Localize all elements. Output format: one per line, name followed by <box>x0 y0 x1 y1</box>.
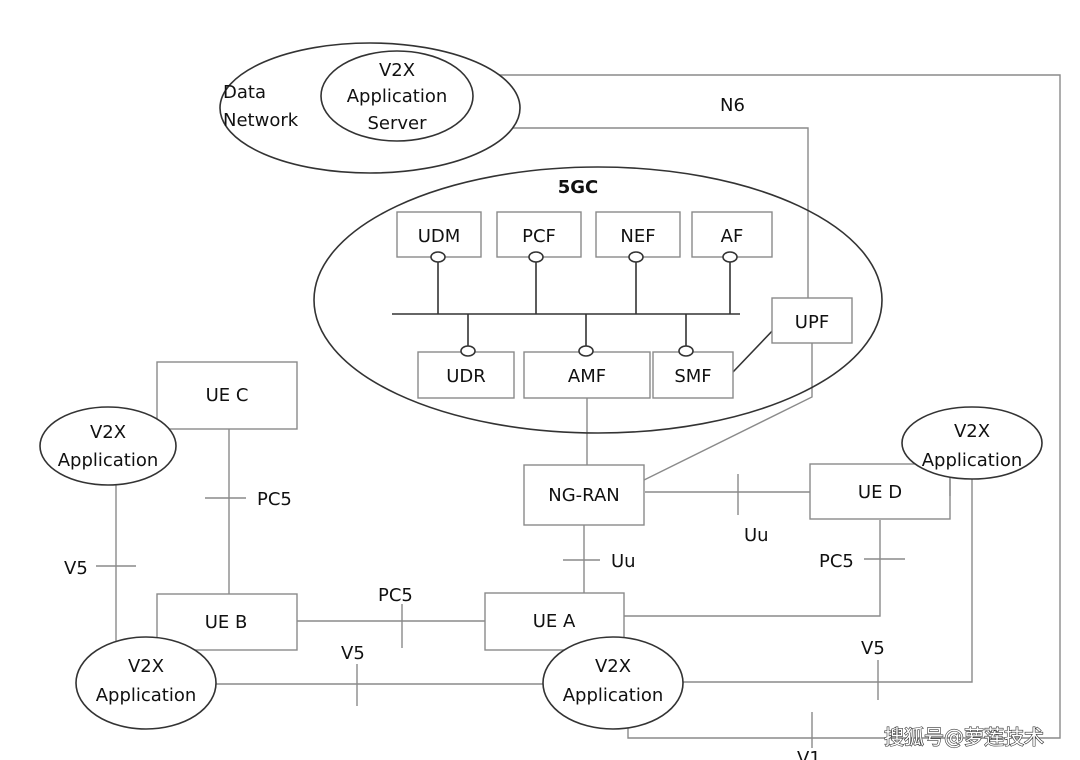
nef-label: NEF <box>620 226 655 247</box>
ue-b-box[interactable] <box>156 593 298 651</box>
v2x-app-b[interactable] <box>75 636 217 730</box>
app-c-label-2: Application <box>58 450 159 471</box>
as-label-1: V2X <box>379 60 415 81</box>
v5-c-b-label: V5 <box>64 558 88 579</box>
uu-ran-ue-a-label: Uu <box>611 551 636 572</box>
nef-box[interactable] <box>595 211 681 258</box>
app-b-label-2: Application <box>96 685 197 706</box>
app-b-label-1: V2X <box>128 656 164 677</box>
amf-sbi-port <box>578 345 594 357</box>
af-label: AF <box>721 226 744 247</box>
pcf-sbi-port <box>528 251 544 263</box>
n3-link <box>639 342 813 483</box>
udm-box[interactable] <box>396 211 482 258</box>
smf-box[interactable] <box>652 351 734 399</box>
ng-ran-box[interactable] <box>523 464 645 526</box>
n6-label: N6 <box>720 95 745 116</box>
n6-link <box>507 127 809 300</box>
ue-c-box[interactable] <box>156 361 298 430</box>
smf-sbi-port <box>678 345 694 357</box>
app-a-label-2: Application <box>563 685 664 706</box>
v2x-app-c[interactable] <box>39 406 177 486</box>
app-c-label-1: V2X <box>90 422 126 443</box>
pc5-d-a-label: PC5 <box>819 551 854 572</box>
5gc-title: 5GC <box>558 177 599 198</box>
pc5-d-a-link <box>624 520 881 617</box>
data-network-label-2: Network <box>223 110 299 131</box>
smf-label: SMF <box>674 366 711 387</box>
pc5-c-b-label: PC5 <box>257 489 292 510</box>
ue-c-label: UE C <box>206 385 249 406</box>
ue-d-label: UE D <box>858 482 902 503</box>
watermark: 搜狐号@萝莲技术 <box>884 725 1044 749</box>
af-sbi-port <box>722 251 738 263</box>
ue-a-label: UE A <box>533 611 576 632</box>
v5-a-d-link <box>682 475 973 683</box>
v2x-app-d[interactable] <box>901 406 1043 480</box>
ue-b-label: UE B <box>205 612 248 633</box>
upf-label: UPF <box>795 312 829 333</box>
5gc-ellipse <box>313 166 883 434</box>
udr-label: UDR <box>446 366 486 387</box>
udm-sbi-port <box>430 251 446 263</box>
udm-label: UDM <box>418 226 461 247</box>
uu-ran-ue-d-label: Uu <box>744 525 769 546</box>
app-d-label-2: Application <box>922 450 1023 471</box>
v2x-application-server[interactable] <box>320 50 474 142</box>
upf-box[interactable] <box>771 297 853 344</box>
ng-ran-label: NG-RAN <box>548 485 619 506</box>
nef-sbi-port <box>628 251 644 263</box>
as-label-3: Server <box>367 113 427 134</box>
udr-sbi-port <box>460 345 476 357</box>
amf-box[interactable] <box>523 351 651 399</box>
v2x-app-a[interactable] <box>542 636 684 730</box>
v1-label: V1 <box>797 748 821 760</box>
n4-link <box>732 326 777 373</box>
v5-a-d-label: V5 <box>861 638 885 659</box>
v1-link <box>462 74 1061 739</box>
data-network-label-1: Data <box>223 82 266 103</box>
pc5-b-a-label: PC5 <box>378 585 413 606</box>
pcf-label: PCF <box>522 226 556 247</box>
v5-b-a-label: V5 <box>341 643 365 664</box>
app-a-label-1: V2X <box>595 656 631 677</box>
amf-label: AMF <box>568 366 606 387</box>
app-d-label-1: V2X <box>954 421 990 442</box>
af-box[interactable] <box>691 211 773 258</box>
as-label-2: Application <box>347 86 448 107</box>
